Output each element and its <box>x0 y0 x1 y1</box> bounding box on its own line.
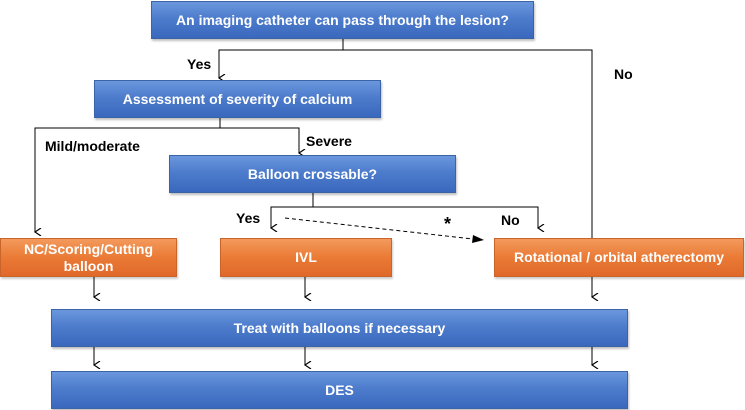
atherectomy-box: Rotational / orbital atherectomy <box>494 238 744 277</box>
line-top-no <box>343 49 592 242</box>
asterisk-label: * <box>444 214 452 234</box>
line-balloon-split <box>271 193 314 228</box>
line-assessment-severe <box>220 127 299 153</box>
no-label-mid: No <box>501 212 520 228</box>
assessment-box: Assessment of severity of calcium <box>94 80 381 118</box>
treat-with-balloons-box: Treat with balloons if necessary <box>51 309 628 347</box>
nc-scoring-cutting-balloon-box: NC/Scoring/Cutting balloon <box>0 238 177 277</box>
des-text: DES <box>325 381 354 398</box>
balloon-crossable-text: Balloon crossable? <box>247 165 378 182</box>
ivl-box: IVL <box>220 238 392 277</box>
balloon-crossable-box: Balloon crossable? <box>169 155 456 193</box>
atherectomy-text: Rotational / orbital atherectomy <box>513 249 725 265</box>
no-label-top: No <box>614 66 633 82</box>
nc-balloon-text-line2: balloon <box>63 257 114 274</box>
severe-label: Severe <box>306 133 352 149</box>
treat-with-balloons-text: Treat with balloons if necessary <box>233 319 446 336</box>
dashed-arrowhead <box>472 235 484 243</box>
ivl-text: IVL <box>295 249 317 265</box>
assessment-text: Assessment of severity of calcium <box>122 90 353 107</box>
mild-moderate-label: Mild/moderate <box>45 138 140 154</box>
line-top-split <box>219 39 344 78</box>
des-box: DES <box>51 371 628 409</box>
dashed-arrow <box>284 217 483 241</box>
imaging-catheter-question-text: An imaging catheter can pass through the… <box>176 11 509 28</box>
line-assessment-split <box>35 118 221 232</box>
imaging-catheter-question-box: An imaging catheter can pass through the… <box>151 1 534 39</box>
yes-label-top: Yes <box>187 56 212 72</box>
nc-balloon-text-line1: NC/Scoring/Cutting <box>23 240 154 257</box>
yes-label-mid: Yes <box>236 210 261 226</box>
line-balloon-no <box>313 206 538 228</box>
